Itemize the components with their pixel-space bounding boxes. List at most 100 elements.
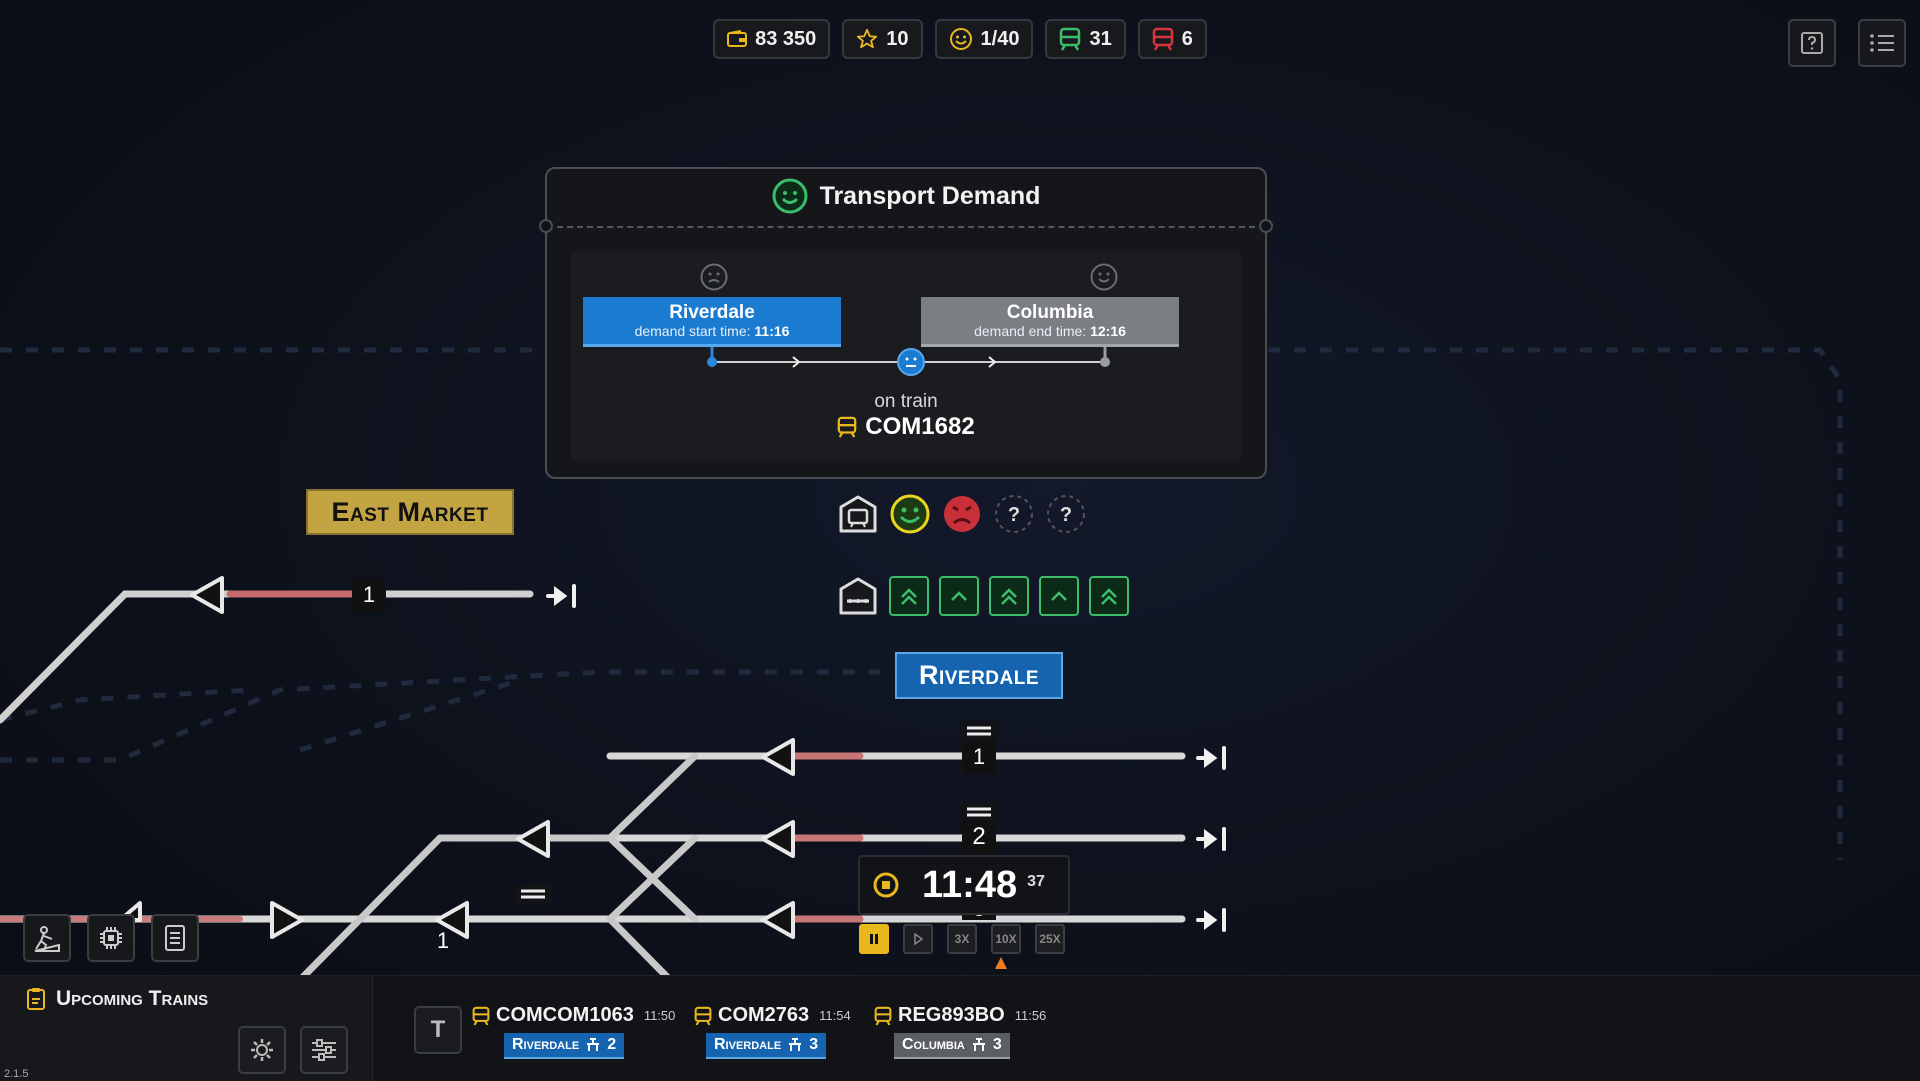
unknown-rating-icon[interactable]: ?: [993, 493, 1035, 535]
help-button[interactable]: [1788, 19, 1836, 67]
train-icon: [472, 1006, 490, 1026]
filter-button[interactable]: [300, 1026, 348, 1074]
upcoming-train-card[interactable]: COM2763 11:54 Riverdale 3: [694, 1004, 851, 1059]
signals[interactable]: [118, 576, 795, 939]
speed-controls: 3X 10X 25X: [859, 924, 1065, 954]
money-value: 83 350: [755, 27, 817, 50]
train-green-icon: [1060, 27, 1081, 51]
clock-time: 11:48: [922, 863, 1018, 906]
play-button[interactable]: [903, 924, 933, 954]
track-end-markers: [546, 584, 1226, 932]
speed-25x-button[interactable]: 25X: [1035, 924, 1065, 954]
speed-10x-button[interactable]: 10X: [991, 924, 1021, 954]
upcoming-trains-title: Upcoming Trains: [56, 987, 209, 1010]
platform-label-riverdale-2: 2: [962, 820, 996, 854]
timetable-toggle-button[interactable]: T: [414, 1006, 462, 1054]
station-label-east-market[interactable]: East Market: [306, 489, 514, 535]
transport-demand-panel: Transport Demand Riverdale demand start …: [539, 167, 1273, 479]
platform-icon: [972, 1038, 985, 1051]
train-id: COM2763: [718, 1004, 810, 1026]
panel-notch-left: [539, 219, 553, 233]
play-icon: [914, 933, 924, 945]
stats-bar: 83 350 10 1/40 31 6: [0, 19, 1920, 59]
svg-text:?: ?: [1008, 504, 1020, 526]
stars-stat: 10: [842, 19, 923, 59]
menu-button[interactable]: [1858, 19, 1906, 67]
clipboard-icon: [27, 988, 45, 1010]
worker-icon: [34, 926, 60, 952]
station-label-riverdale[interactable]: Riverdale: [895, 652, 1063, 699]
platform-label-riverdale-1: 1: [962, 740, 996, 774]
double-chevron-up-icon: [901, 588, 917, 605]
chevron-up-icon: [1051, 591, 1067, 601]
satisfaction-stat: 1/40: [934, 19, 1034, 59]
platform-label-east-1: 1: [352, 578, 386, 612]
neutral-face-icon: [700, 263, 728, 291]
trains-ok-stat: 31: [1045, 19, 1126, 59]
panel-title: Transport Demand: [819, 181, 1041, 210]
chip-icon: [100, 927, 122, 949]
train-arrival-time: 11:50: [643, 1008, 676, 1023]
zone-boundary: [0, 347, 1843, 860]
station-demand-icon[interactable]: [837, 493, 879, 535]
train-icon: [837, 416, 857, 438]
svg-text:?: ?: [1060, 504, 1072, 526]
game-clock: 11:48 37: [858, 855, 1070, 915]
panel-notch-right: [1259, 219, 1273, 233]
manage-trains-button[interactable]: [238, 1026, 286, 1074]
train-destination: Riverdale 3: [706, 1033, 827, 1059]
signal-junction-a: [516, 820, 550, 858]
unhappy-passenger-icon[interactable]: [941, 493, 983, 535]
double-chevron-up-icon: [1001, 588, 1017, 605]
upcoming-trains-panel: Upcoming Trains 2.1.5: [0, 976, 373, 1081]
upgrade-chevron-button[interactable]: [939, 576, 979, 616]
smiley-icon: [949, 28, 972, 50]
upgrade-double-chevron-button[interactable]: [889, 576, 929, 616]
game-version: 2.1.5: [4, 1068, 29, 1080]
train-red-icon: [1152, 27, 1173, 51]
document-icon: [165, 925, 185, 951]
warning-icon: [995, 957, 1007, 969]
chevron-up-icon: [951, 591, 967, 601]
train-destination: Columbia 3: [894, 1033, 1010, 1059]
platform-icon: [587, 1038, 600, 1051]
upcoming-train-card[interactable]: COMCOM1063 11:50 Riverdale 2: [472, 1004, 675, 1059]
pause-button[interactable]: [859, 924, 889, 954]
happy-passenger-icon[interactable]: [889, 493, 931, 535]
platform-icon: [789, 1038, 802, 1051]
route-progress: [707, 347, 1110, 376]
gear-settings-icon: [251, 1039, 273, 1061]
destination-end-time: demand end time: 12:16: [974, 323, 1126, 339]
double-chevron-up-icon: [1101, 588, 1117, 605]
timetable-button[interactable]: [151, 914, 199, 962]
platform-label-junction-1: 1: [436, 928, 450, 953]
station-ratings: ? ?: [837, 493, 1087, 535]
construction-tool-button[interactable]: [23, 914, 71, 962]
speed-3x-button[interactable]: 3X: [947, 924, 977, 954]
train-arrival-time: 11:56: [1014, 1008, 1047, 1023]
trains-late-value: 6: [1181, 27, 1193, 50]
station-track-icon[interactable]: [837, 575, 879, 617]
upgrade-chevron-button[interactable]: [1039, 576, 1079, 616]
track-east-market[interactable]: [0, 590, 534, 724]
train-icon: [874, 1006, 892, 1026]
satisfaction-value: 1/40: [980, 27, 1020, 50]
wallet-icon: [727, 30, 748, 47]
settings-chip-button[interactable]: [87, 914, 135, 962]
platform-markers: [514, 721, 998, 904]
trains-ok-value: 31: [1089, 27, 1112, 50]
demand-status: on train: [874, 391, 938, 412]
menu-list-icon: [1870, 34, 1894, 52]
assigned-train[interactable]: COM1682: [571, 413, 1241, 441]
unknown-rating-icon[interactable]: ?: [1045, 493, 1087, 535]
bottom-bar: Upcoming Trains 2.1.5 T COMCOM1063 11:50…: [0, 975, 1920, 1081]
train-id: COMCOM1063: [496, 1004, 634, 1026]
demand-happy-icon: [772, 178, 808, 214]
signal-riverdale-3: [761, 901, 795, 939]
upcoming-trains-header: Upcoming Trains: [26, 987, 208, 1011]
signal-riverdale-1: [761, 738, 795, 776]
upcoming-train-card[interactable]: REG893BO 11:56 Columbia 3: [874, 1004, 1046, 1059]
upgrade-double-chevron-button[interactable]: [989, 576, 1029, 616]
upgrade-double-chevron-button[interactable]: [1089, 576, 1129, 616]
